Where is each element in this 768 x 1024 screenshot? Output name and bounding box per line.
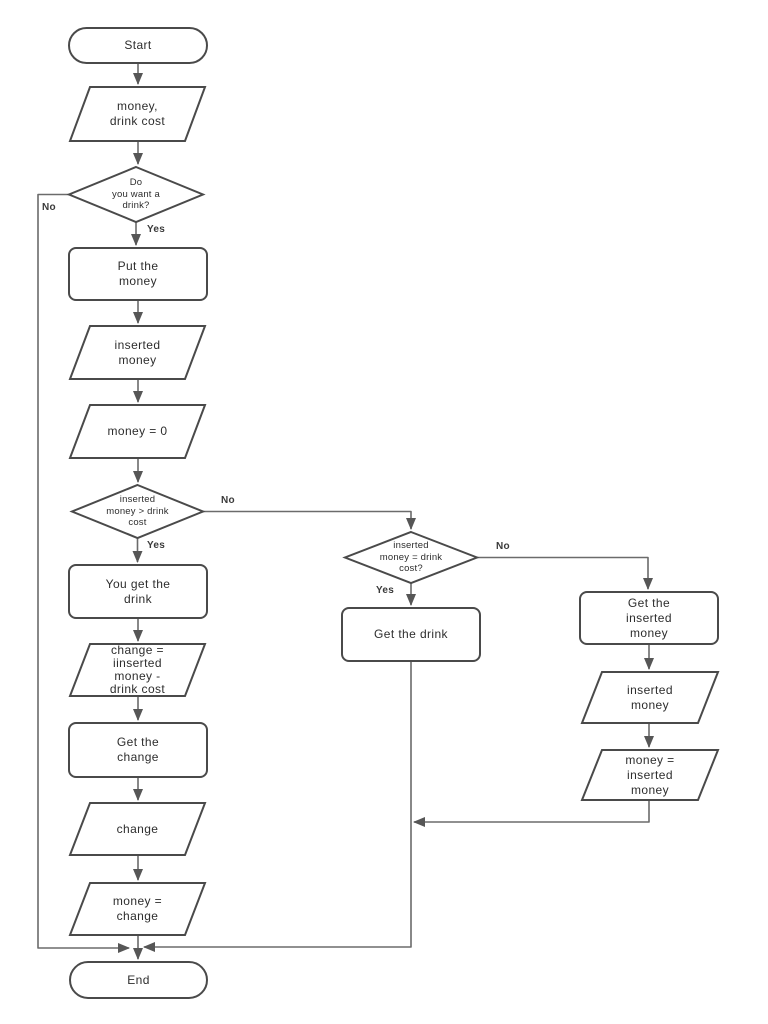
node-money-inserted-shape xyxy=(580,749,720,801)
node-change-out-shape xyxy=(68,802,207,856)
edge-money-eq-cost-no-to-get-inserted-money xyxy=(477,556,653,590)
node-end-label: End xyxy=(127,972,150,987)
node-get-inserted-money-shape xyxy=(579,591,719,645)
edge-label-money-gt-cost-yes: Yes xyxy=(147,540,166,551)
node-get-change-label: Get the change xyxy=(116,735,160,764)
node-start-shape xyxy=(68,27,208,64)
node-money-eq-cost-label: inserted money = drink cost? xyxy=(379,540,443,575)
node-want-drink-shape xyxy=(66,165,206,224)
node-get-change-shape xyxy=(68,722,208,778)
edge-label-want-drink-no: No xyxy=(42,202,56,213)
node-inserted-money-in-shape xyxy=(68,325,207,380)
node-get-inserted-money-label: Get the inserted money xyxy=(626,595,672,640)
node-money-inserted-label: money = inserted money xyxy=(625,752,675,797)
node-money-zero-shape xyxy=(68,404,207,459)
edge-label-money-eq-cost-yes: Yes xyxy=(376,585,395,596)
node-input-costs-label: money, drink cost xyxy=(109,99,166,128)
node-input-costs-shape xyxy=(68,86,207,142)
node-money-gt-cost-shape xyxy=(69,483,206,540)
node-money-eq-cost-shape xyxy=(342,530,480,585)
edge-label-want-drink-yes: Yes xyxy=(147,224,166,235)
node-put-money-shape xyxy=(68,247,208,301)
node-end-shape xyxy=(69,961,208,999)
node-start-label: Start xyxy=(124,38,152,52)
node-change-out-label: change xyxy=(116,821,159,836)
edge-want-drink-no-to-end xyxy=(37,193,130,953)
edge-label-money-eq-cost-no: No xyxy=(496,541,510,552)
node-want-drink-label: Do you want a drink? xyxy=(112,177,160,212)
node-you-get-drink-label: You get the drink xyxy=(105,576,171,606)
node-inserted-money-out-shape xyxy=(580,671,720,724)
node-money-gt-cost-label: inserted money > drink cost xyxy=(106,494,169,529)
node-change-calc-label: change = iinserted money - drink cost xyxy=(109,643,166,696)
node-inserted-money-in-label: inserted money xyxy=(114,337,161,367)
edge-label-money-gt-cost-no: No xyxy=(221,495,235,506)
node-change-calc-shape xyxy=(68,643,207,697)
node-inserted-money-out-label: inserted money xyxy=(627,682,673,712)
node-get-drink-shape xyxy=(341,607,481,662)
node-you-get-drink-shape xyxy=(68,564,208,619)
edge-get-drink-to-end xyxy=(143,661,412,952)
node-get-drink-label: Get the drink xyxy=(374,627,448,641)
node-money-change-shape xyxy=(68,882,207,936)
node-money-change-label: money = change xyxy=(112,894,163,923)
edge-money-inserted-to-end-join xyxy=(413,800,650,827)
node-money-zero-label: money = 0 xyxy=(107,424,168,438)
edge-money-gt-cost-no-to-money-eq-cost xyxy=(203,510,416,530)
node-put-money-label: Put the money xyxy=(117,259,159,288)
